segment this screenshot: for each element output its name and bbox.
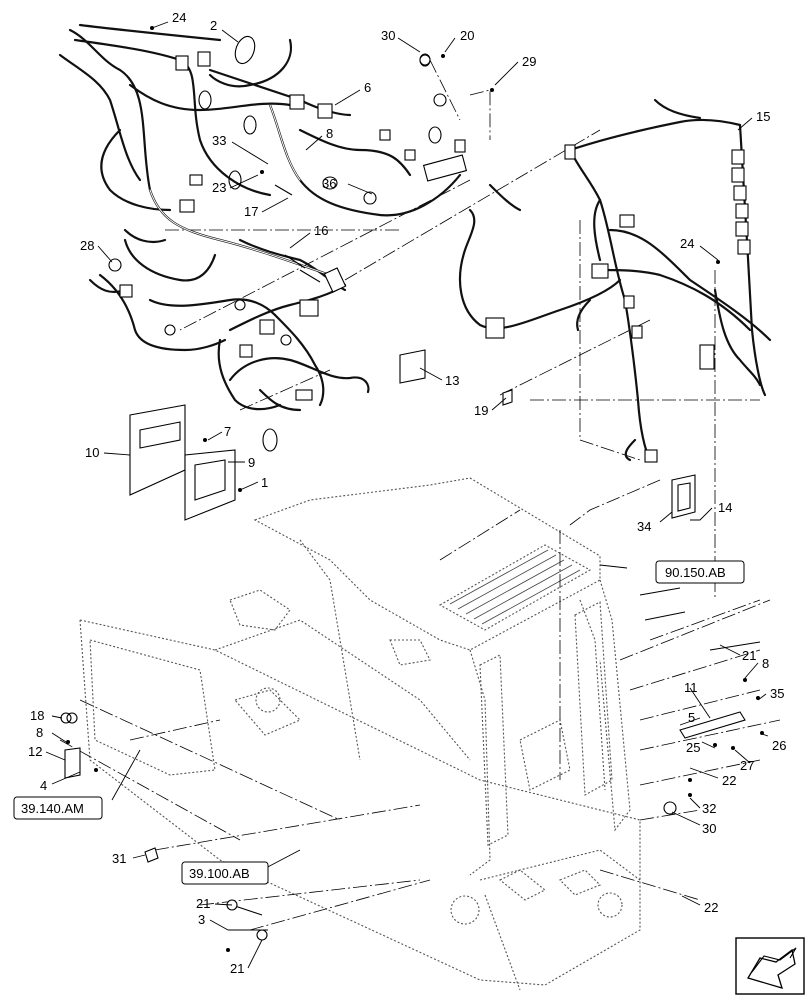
callout-33: 33	[212, 133, 226, 148]
callout-19: 19	[474, 403, 488, 418]
callout-35: 35	[770, 686, 784, 701]
switch-column	[731, 149, 751, 255]
callout-7: 7	[224, 424, 231, 439]
leader-lines	[45, 21, 769, 969]
callout-15: 15	[756, 109, 770, 124]
roof-grille	[449, 549, 581, 625]
callouts: 24 2 30 20 29 6 8 33 23 17 36 15 16 28 2…	[28, 10, 786, 976]
assembly-lines	[59, 59, 781, 931]
main-harness	[58, 23, 468, 412]
callout-22-right: 22	[722, 773, 736, 788]
callout-1: 1	[261, 475, 268, 490]
callout-32: 32	[702, 801, 716, 816]
callout-3: 3	[198, 912, 205, 927]
small-parts	[60, 26, 764, 952]
ref-90-150-ab-label: 90.150.AB	[665, 565, 726, 580]
callout-26: 26	[772, 738, 786, 753]
callout-12: 12	[28, 744, 42, 759]
callout-24-right: 24	[680, 236, 694, 251]
cab-harness	[458, 98, 772, 463]
callout-24-top: 24	[172, 10, 186, 25]
callout-27: 27	[740, 758, 754, 773]
callout-29: 29	[522, 54, 536, 69]
callout-30-top: 30	[381, 28, 395, 43]
callout-9: 9	[248, 455, 255, 470]
callout-36: 36	[322, 176, 336, 191]
machine-frame	[79, 477, 641, 991]
ref-39-100-ab-label: 39.100.AB	[189, 866, 250, 881]
ref-90-150-ab[interactable]: 90.150.AB	[655, 560, 745, 584]
grommets	[108, 35, 447, 452]
callout-34: 34	[637, 519, 651, 534]
callout-21-left-top: 21	[196, 896, 210, 911]
callout-23: 23	[212, 180, 226, 195]
callout-8-left: 8	[36, 725, 43, 740]
ref-39-100-ab[interactable]: 39.100.AB	[181, 861, 269, 885]
callout-14: 14	[718, 500, 732, 515]
callout-10: 10	[85, 445, 99, 460]
callout-20: 20	[460, 28, 474, 43]
ref-39-140-am-label: 39.140.AM	[21, 801, 84, 816]
navigation-arrow-icon[interactable]	[735, 937, 805, 995]
reference-boxes: 90.150.AB 39.140.AM 39.100.AB	[13, 560, 745, 885]
callout-25: 25	[686, 740, 700, 755]
callout-28: 28	[80, 238, 94, 253]
callout-30-bottom: 30	[702, 821, 716, 836]
callout-6: 6	[364, 80, 371, 95]
callout-2: 2	[210, 18, 217, 33]
callout-31: 31	[112, 851, 126, 866]
callout-11: 11	[684, 680, 698, 695]
callout-17: 17	[244, 204, 258, 219]
callout-8-top: 8	[326, 126, 333, 141]
callout-18: 18	[30, 708, 44, 723]
callout-22-bottom: 22	[704, 900, 718, 915]
callout-16: 16	[314, 223, 328, 238]
callout-21-left-bottom: 21	[230, 961, 244, 976]
callout-21-right: 21	[742, 648, 756, 663]
callout-13: 13	[445, 373, 459, 388]
callout-5: 5	[688, 710, 695, 725]
callout-8-right: 8	[762, 656, 769, 671]
callout-4: 4	[40, 778, 47, 793]
ref-39-140-am[interactable]: 39.140.AM	[13, 796, 103, 820]
